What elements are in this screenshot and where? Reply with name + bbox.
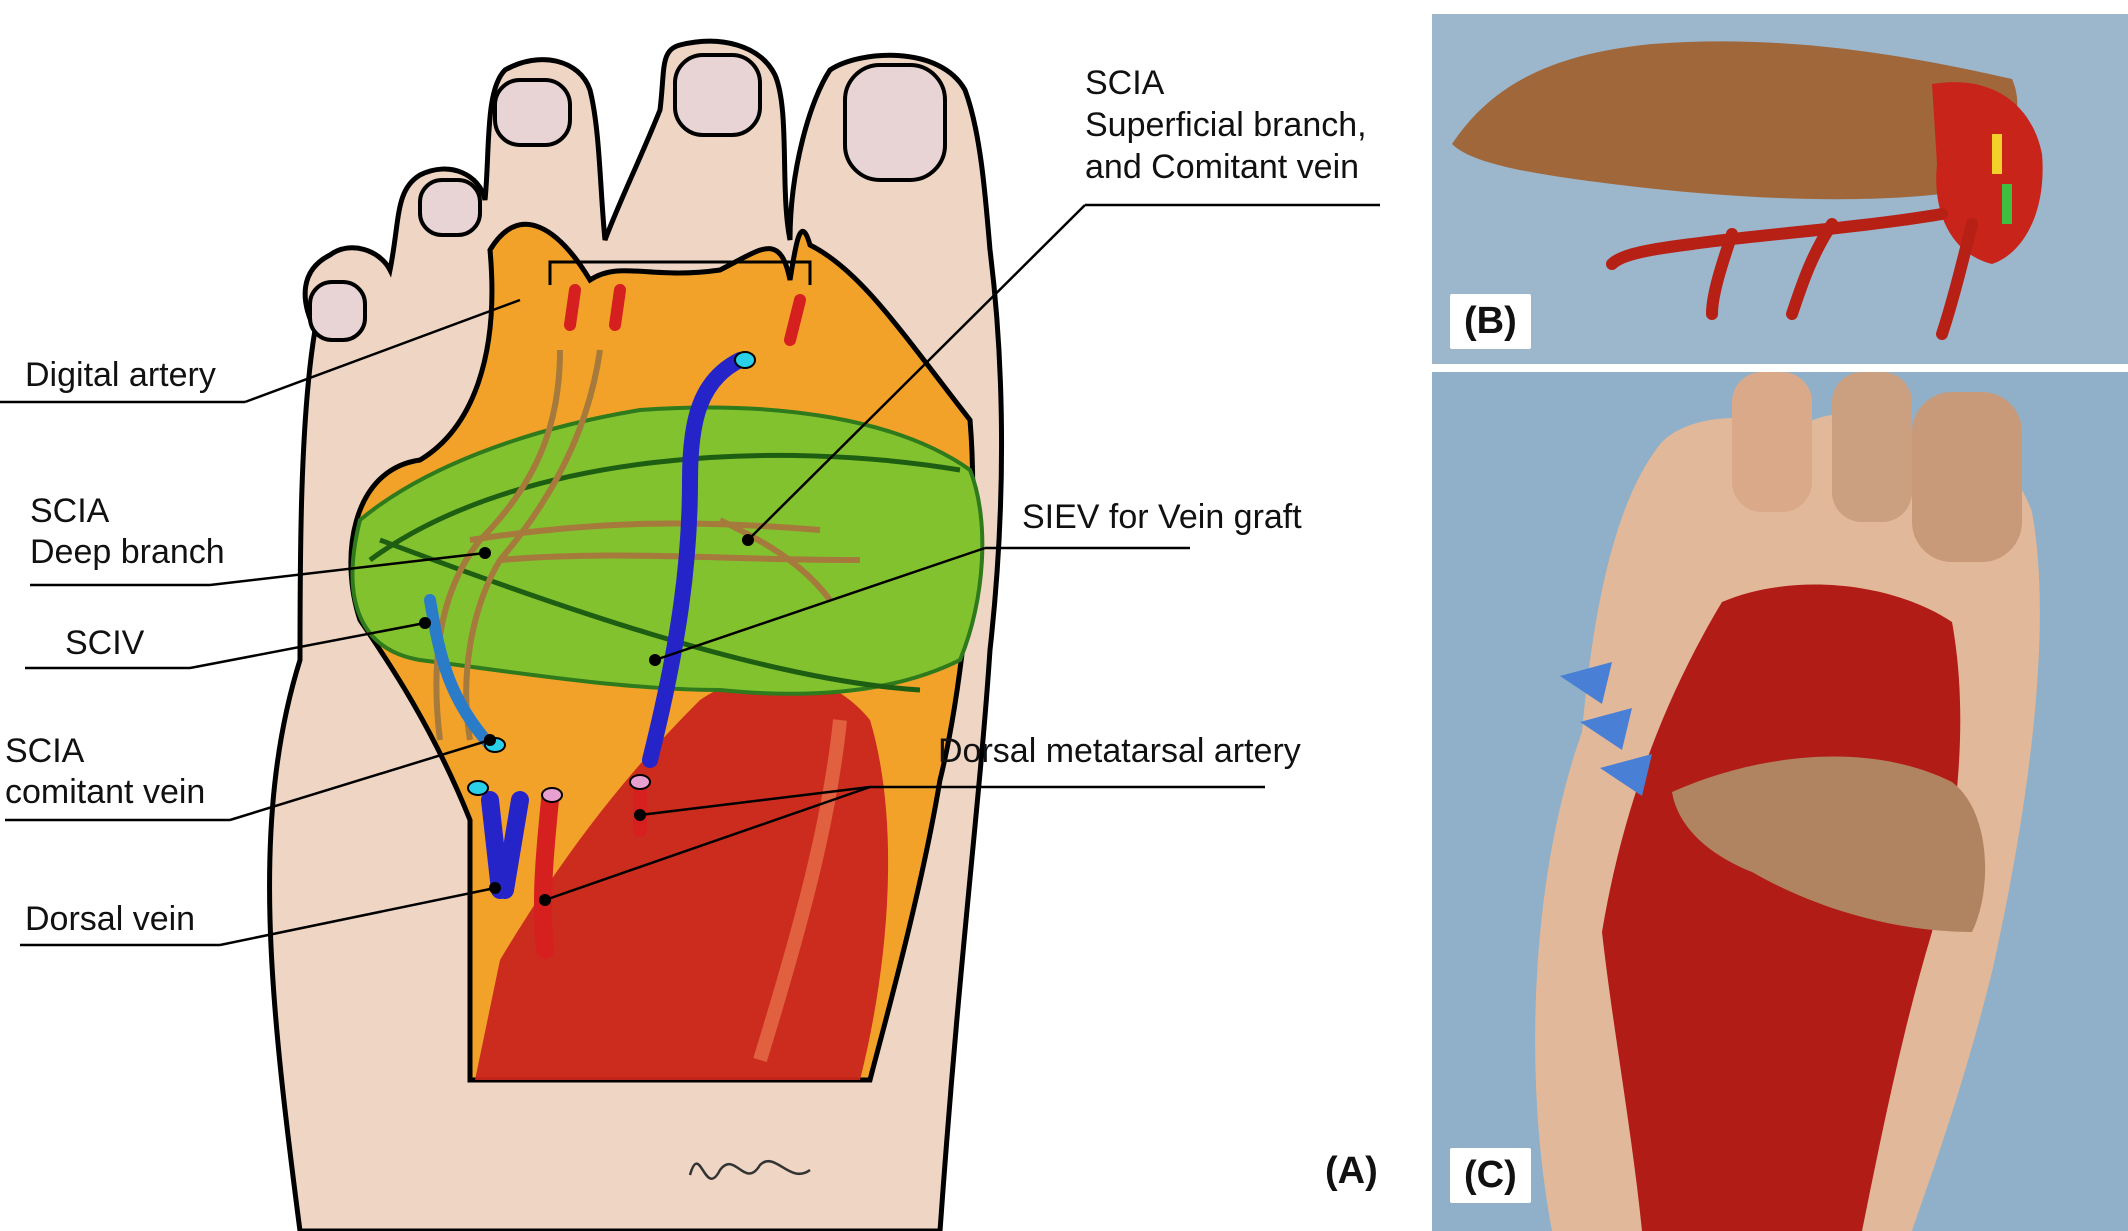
label-scia-comitant-line2: comitant vein (5, 773, 206, 811)
flap-skin (1452, 41, 2018, 200)
panel-a-letter: (A) (1325, 1150, 1378, 1192)
toenail-4 (673, 53, 762, 137)
foot-photo (1535, 372, 2040, 1231)
toenail-2 (418, 178, 482, 237)
flap-photo-panel: (B) (1432, 14, 2128, 364)
clip-green (2002, 184, 2012, 224)
toe-2 (1832, 372, 1912, 522)
flap-tissue (1932, 82, 2043, 264)
digital-bracket (548, 260, 812, 285)
toenail-3 (493, 78, 572, 147)
label-dorsal-metatarsal: Dorsal metatarsal artery (938, 732, 1301, 770)
label-scia-deep-line2: Deep branch (30, 533, 225, 571)
label-siev: SIEV for Vein graft (1022, 498, 1302, 536)
flap-line-2 (379, 537, 921, 693)
label-scia-superficial: SCIA (1085, 64, 1165, 102)
clip-yellow (1992, 134, 2002, 174)
label-dorsal-vein: Dorsal vein (25, 900, 196, 938)
panel-b-letter: (B) (1450, 294, 1531, 349)
flap-area (350, 405, 985, 696)
flap-photo (1452, 41, 2043, 340)
deep-branch-vessels (433, 349, 861, 741)
leader-lines (0, 203, 1380, 947)
vein-vessels (424, 352, 748, 899)
foot-photo-panel: (C) (1432, 372, 2128, 1231)
leader-dots (419, 534, 754, 906)
toenail-1 (308, 280, 367, 342)
foot-flap (1672, 756, 1986, 932)
label-scia-superficial-line2: Superficial branch, (1085, 106, 1367, 144)
signature (688, 1159, 811, 1180)
panel-c-letter: (C) (1450, 1148, 1531, 1203)
toenail-5 (843, 63, 947, 182)
toe-3 (1912, 392, 2022, 562)
arrow-markers (1560, 662, 1652, 796)
label-scia-deep: SCIA (30, 492, 110, 530)
tendon-streak (753, 719, 847, 1063)
foot-wound (1602, 584, 1961, 1231)
label-digital-artery: Digital artery (25, 356, 216, 394)
illustration-panel: SCIA Superficial branch, and Comitant ve… (0, 38, 1380, 1231)
toe-1 (1732, 372, 1812, 512)
foot-illustration (0, 38, 1380, 1231)
flap-line-1 (368, 452, 961, 563)
flap-pedicles (1606, 208, 1978, 340)
label-sciv: SCIV (65, 624, 145, 662)
label-scia-superficial-line3: and Comitant vein (1085, 148, 1360, 186)
label-scia-comitant: SCIA (5, 732, 85, 770)
